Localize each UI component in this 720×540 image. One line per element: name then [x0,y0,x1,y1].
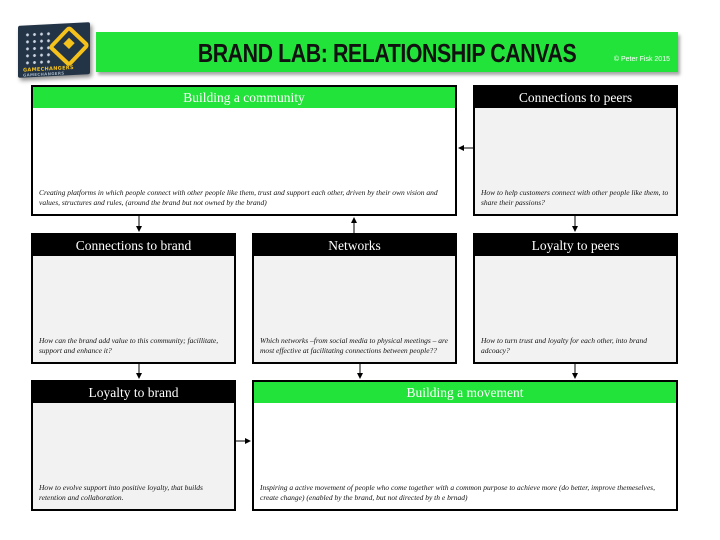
box-connections-brand-text: How can the brand add value to this comm… [39,336,219,355]
box-building-community: Building a community Creating platforms … [31,85,457,216]
box-connections-peers: Connections to peers How to help custome… [473,85,678,216]
title-banner: BRAND LAB: RELATIONSHIP CANVAS © Peter F… [96,32,678,72]
box-networks: Networks Which networks –from social med… [252,233,457,364]
box-loyalty-peers-title: Loyalty to peers [475,235,676,256]
box-connections-peers-text: How to help customers connect with other… [481,188,669,207]
box-building-movement-title: Building a movement [254,382,676,403]
box-building-community-text: Creating platforms in which people conne… [39,188,438,207]
box-connections-peers-title: Connections to peers [475,87,676,108]
box-loyalty-brand-text: How to evolve support into positive loya… [39,483,203,502]
box-loyalty-brand: Loyalty to brand How to evolve support i… [31,380,236,511]
box-connections-brand-title: Connections to brand [33,235,234,256]
box-networks-text: Which networks –from social media to phy… [260,336,448,355]
box-building-movement-text: Inspiring a active movement of people wh… [260,483,655,502]
box-building-community-title: Building a community [33,87,455,108]
box-loyalty-peers-text: How to turn trust and loyalty for each o… [481,336,648,355]
box-connections-brand: Connections to brand How can the brand a… [31,233,236,364]
box-building-movement: Building a movement Inspiring a active m… [252,380,678,511]
box-loyalty-peers: Loyalty to peers How to turn trust and l… [473,233,678,364]
box-loyalty-brand-title: Loyalty to brand [33,382,234,403]
page-title: BRAND LAB: RELATIONSHIP CANVAS [197,38,577,68]
box-networks-title: Networks [254,235,455,256]
copyright-text: © Peter Fisk 2015 [613,56,670,63]
